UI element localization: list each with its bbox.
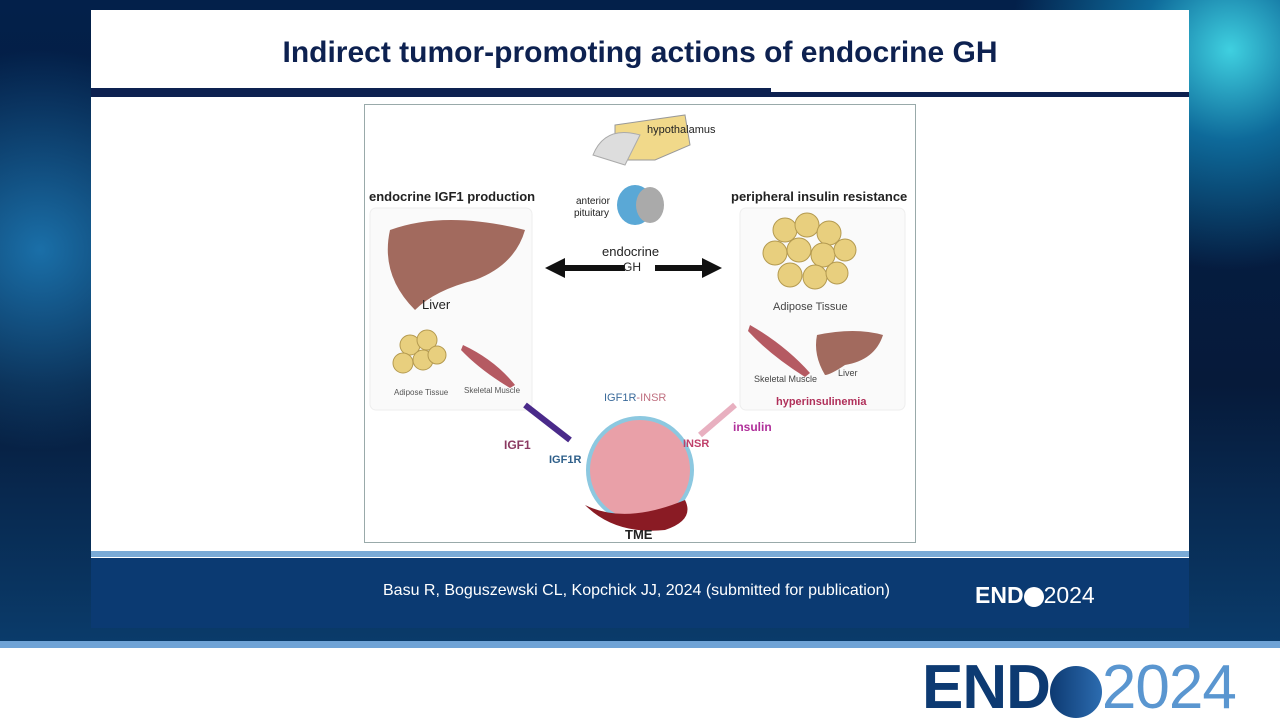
logo-year: 2024 [1101,653,1237,722]
logo-word: END [975,582,1024,608]
insr-label: INSR [683,438,710,450]
footer-divider [91,551,1189,557]
slide: Indirect tumor-promoting actions of endo… [91,10,1189,628]
igf1-label: IGF1 [504,438,531,452]
footer-logo: END 2024 [975,582,1095,609]
slide-title: Indirect tumor-promoting actions of endo… [282,36,998,69]
globe-icon [1023,586,1044,607]
insulin-label: insulin [733,420,772,434]
liver-label: Liver [422,297,451,312]
diagram-illustration [369,114,906,531]
adipose-label: Adipose Tissue [394,388,449,397]
muscle-label-right: Skeletal Muscle [754,374,818,384]
title-divider-thin [771,92,1189,97]
right-heading: peripheral insulin resistance [731,189,908,204]
title-divider [91,88,771,97]
hyperinsulinemia-label: hyperinsulinemia [776,396,867,408]
endo-logo: END 2024 [922,652,1237,723]
liver-label-right: Liver [838,368,858,378]
pituitary-label-2: pituitary [574,208,610,219]
left-heading: endocrine IGF1 production [369,189,536,204]
tme-label: TME [625,527,653,542]
logo-word: END [922,653,1051,722]
adipose-label-right: Adipose Tissue [773,301,848,313]
insr-part: -INSR [636,392,667,404]
slide-footer: Basu R, Boguszewski CL, Kopchick JJ, 202… [91,558,1189,628]
globe-icon [1049,665,1102,718]
pituitary-label-1: anterior [576,196,610,207]
endocrine-gh-label-2: GH [623,260,641,274]
muscle-label: Skeletal Muscle [464,386,521,395]
citation: Basu R, Boguszewski CL, Kopchick JJ, 202… [383,582,890,599]
figure-diagram: hypothalamus anterior pituitary endocrin… [364,104,916,543]
hypothalamus-label: hypothalamus [647,124,716,136]
logo-year: 2024 [1043,582,1095,608]
igf1r-label: IGF1R [549,454,582,466]
igf1r-insr-label: IGF1R-INSR [604,392,666,404]
endocrine-gh-label-1: endocrine [602,244,660,259]
igf1r-part: IGF1R [604,392,637,404]
bottom-strip [0,641,1280,648]
